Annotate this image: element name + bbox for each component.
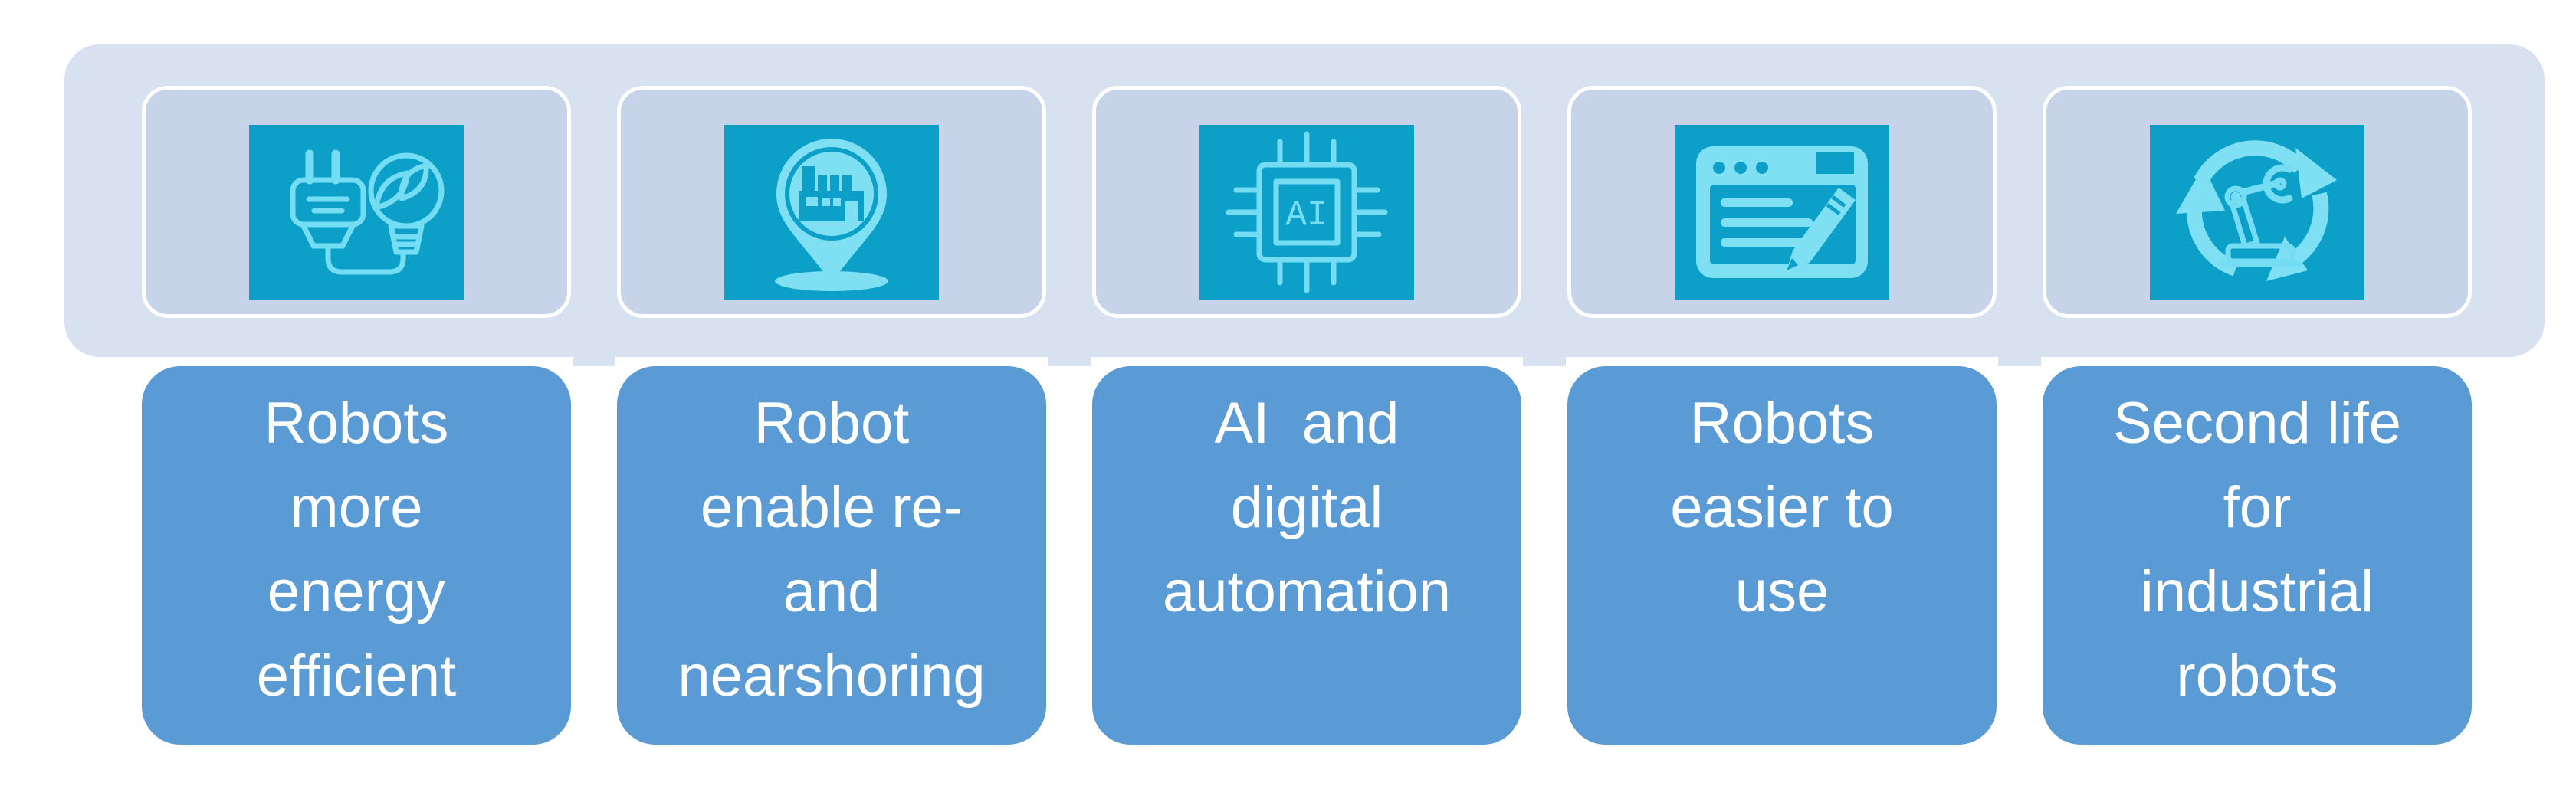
trend-item-energy-efficiency: Robots more energy efficient — [142, 0, 571, 786]
trend-item-nearshoring: Robot enable re- and nearshoring — [617, 0, 1046, 786]
trend-item-ai-automation: AI AI and digital automation — [1092, 0, 1521, 786]
trend-label: Second life for industrial robots — [2112, 391, 2402, 709]
band-connector — [1523, 329, 1566, 366]
robot-recycle-icon — [2150, 125, 2364, 300]
trend-item-second-life: Second life for industrial robots — [2043, 0, 2472, 786]
svg-text:AI: AI — [1285, 195, 1327, 235]
trend-label-box: Robots more energy efficient — [142, 366, 571, 745]
trend-label: AI and digital automation — [1162, 391, 1452, 624]
trend-label: Robot enable re- and nearshoring — [678, 391, 986, 709]
trend-label-box: Robots easier to use — [1567, 366, 1997, 745]
energy-plug-bulb-icon — [249, 125, 464, 300]
band-connector — [1048, 329, 1091, 366]
band-connector — [573, 329, 615, 366]
trend-label: Robots more energy efficient — [256, 391, 457, 709]
trend-label-box: Second life for industrial robots — [2043, 366, 2472, 745]
trend-item-easier-to-use: Robots easier to use — [1567, 0, 1997, 786]
nearshoring-pin-icon — [724, 125, 939, 300]
trend-label-box: AI and digital automation — [1092, 366, 1521, 745]
trend-label-box: Robot enable re- and nearshoring — [617, 366, 1046, 745]
easy-use-window-icon — [1675, 125, 1889, 300]
ai-chip-icon: AI — [1199, 125, 1414, 300]
band-connector — [1998, 329, 2041, 366]
trend-label: Robots easier to use — [1670, 391, 1894, 624]
